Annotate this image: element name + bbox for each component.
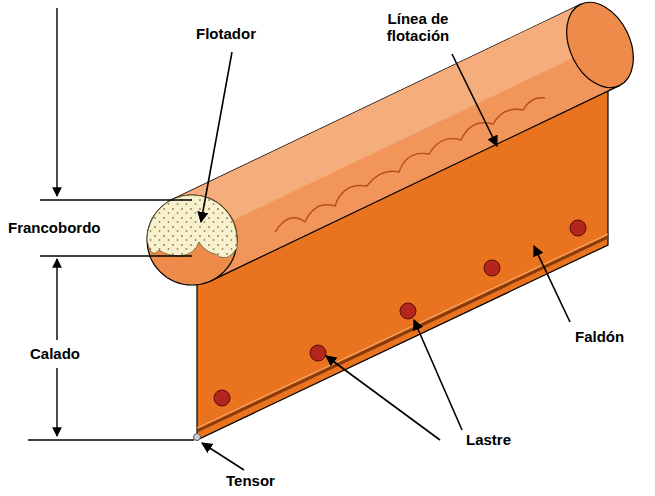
freeboard-label: Francobordo (8, 219, 118, 236)
float-front-face (147, 195, 237, 285)
float-foam (147, 195, 237, 258)
tensor-label: Tensor (226, 472, 296, 489)
skirt-label: Faldón (575, 328, 645, 345)
tensor-end (194, 434, 201, 441)
tension-strip (197, 237, 608, 431)
ballast-label: Lastre (466, 431, 536, 448)
float-highlight (173, 4, 600, 240)
waterline-label: Línea de flotación (368, 10, 468, 45)
draft-label: Calado (30, 345, 100, 362)
tension-highlight (197, 234, 608, 428)
waterline-curve (275, 98, 545, 232)
float-label: Flotador (196, 25, 286, 42)
float-end-cap (554, 0, 647, 99)
leader-lines (201, 52, 570, 470)
float-body (173, 4, 620, 280)
